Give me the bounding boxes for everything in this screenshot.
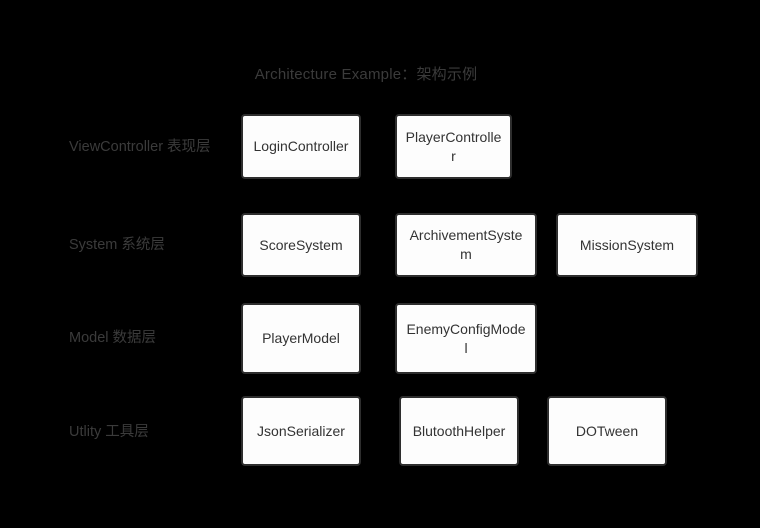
node-label: JsonSerializer — [257, 422, 345, 439]
layer-label-model: Model 数据层 — [69, 330, 157, 346]
node-label: PlayerController — [405, 128, 502, 164]
layer-label-viewcontroller: ViewController 表现层 — [69, 139, 211, 155]
node-archivement-system[interactable]: ArchivementSystem — [395, 213, 537, 277]
node-label: PlayerModel — [262, 330, 340, 347]
layer-label-utlity: Utlity 工具层 — [69, 424, 149, 440]
node-label: DOTween — [575, 422, 639, 439]
node-label: ScoreSystem — [259, 236, 343, 253]
node-enemy-config-model[interactable]: EnemyConfigModel — [395, 303, 537, 374]
node-player-model[interactable]: PlayerModel — [241, 303, 361, 374]
node-label: BlutoothHelper — [412, 422, 506, 439]
node-score-system[interactable]: ScoreSystem — [241, 213, 361, 277]
diagram-title: Architecture Example：架构示例 — [254, 66, 478, 83]
node-label: EnemyConfigModel — [406, 320, 526, 356]
node-player-controller[interactable]: PlayerController — [395, 114, 512, 179]
node-mission-system[interactable]: MissionSystem — [556, 213, 698, 277]
node-json-serializer[interactable]: JsonSerializer — [241, 396, 361, 466]
node-label: LoginController — [253, 138, 349, 155]
layer-label-system: System 系统层 — [69, 237, 165, 253]
node-label: ArchivementSystem — [409, 227, 523, 262]
node-login-controller[interactable]: LoginController — [241, 114, 361, 179]
node-label: MissionSystem — [579, 236, 675, 253]
node-dotween[interactable]: DOTween — [547, 396, 667, 466]
node-blutooth-helper[interactable]: BlutoothHelper — [399, 396, 519, 466]
